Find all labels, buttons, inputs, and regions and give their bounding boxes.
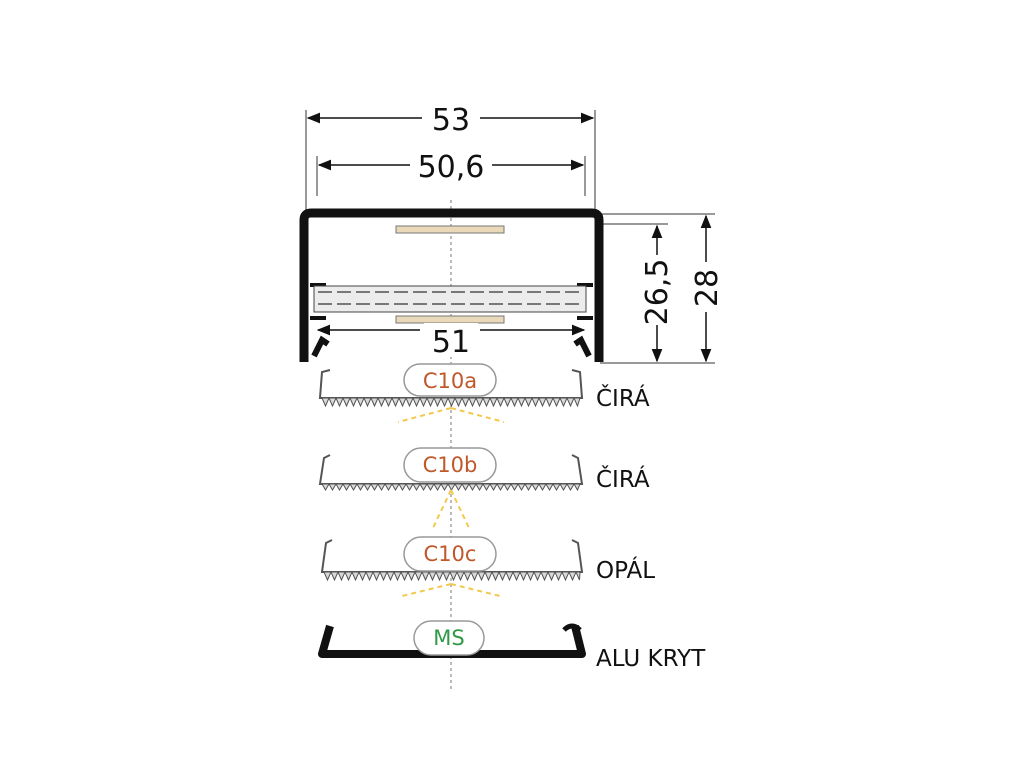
dimension-label: 53 [432,103,470,138]
dimension-label: 26,5 [640,259,675,326]
light-rays [397,407,505,423]
dimension-inner-height: 26,5 [640,224,675,363]
dimension-outer-width: 53 [306,103,595,138]
dimension-bottom-width: 51 [316,323,586,360]
cover-code: C10a [423,369,477,393]
cover-ms: MS ALU KRYT [318,620,706,672]
cover-code: MS [433,626,464,650]
led-strip-top [395,225,505,234]
light-rays [431,489,471,531]
dimension-label: 50,6 [418,150,485,185]
dimension-inner-width: 50,6 [317,150,585,185]
aluminium-profile [299,208,604,362]
cover-c10c: C10c OPÁL [320,536,655,597]
cover-c10a: C10a ČIRÁ [318,363,650,423]
cover-label: ČIRÁ [596,465,650,493]
inner-diffuser [313,285,587,313]
cover-code-badge [403,447,497,483]
cover-code-badge [413,620,485,656]
led-strip-lower [395,315,505,324]
dimension-label: 51 [432,325,470,360]
dimension-outer-height: 28 [690,214,725,363]
cover-code-badge [403,363,497,397]
cover-label: ALU KRYT [596,646,706,672]
cover-label: OPÁL [596,556,655,584]
cover-code-badge [403,536,497,572]
cover-code: C10b [423,453,478,477]
cover-c10b: C10b ČIRÁ [318,447,650,531]
cover-label: ČIRÁ [596,384,650,412]
dimension-label: 28 [690,269,725,307]
cover-code: C10c [424,542,477,566]
